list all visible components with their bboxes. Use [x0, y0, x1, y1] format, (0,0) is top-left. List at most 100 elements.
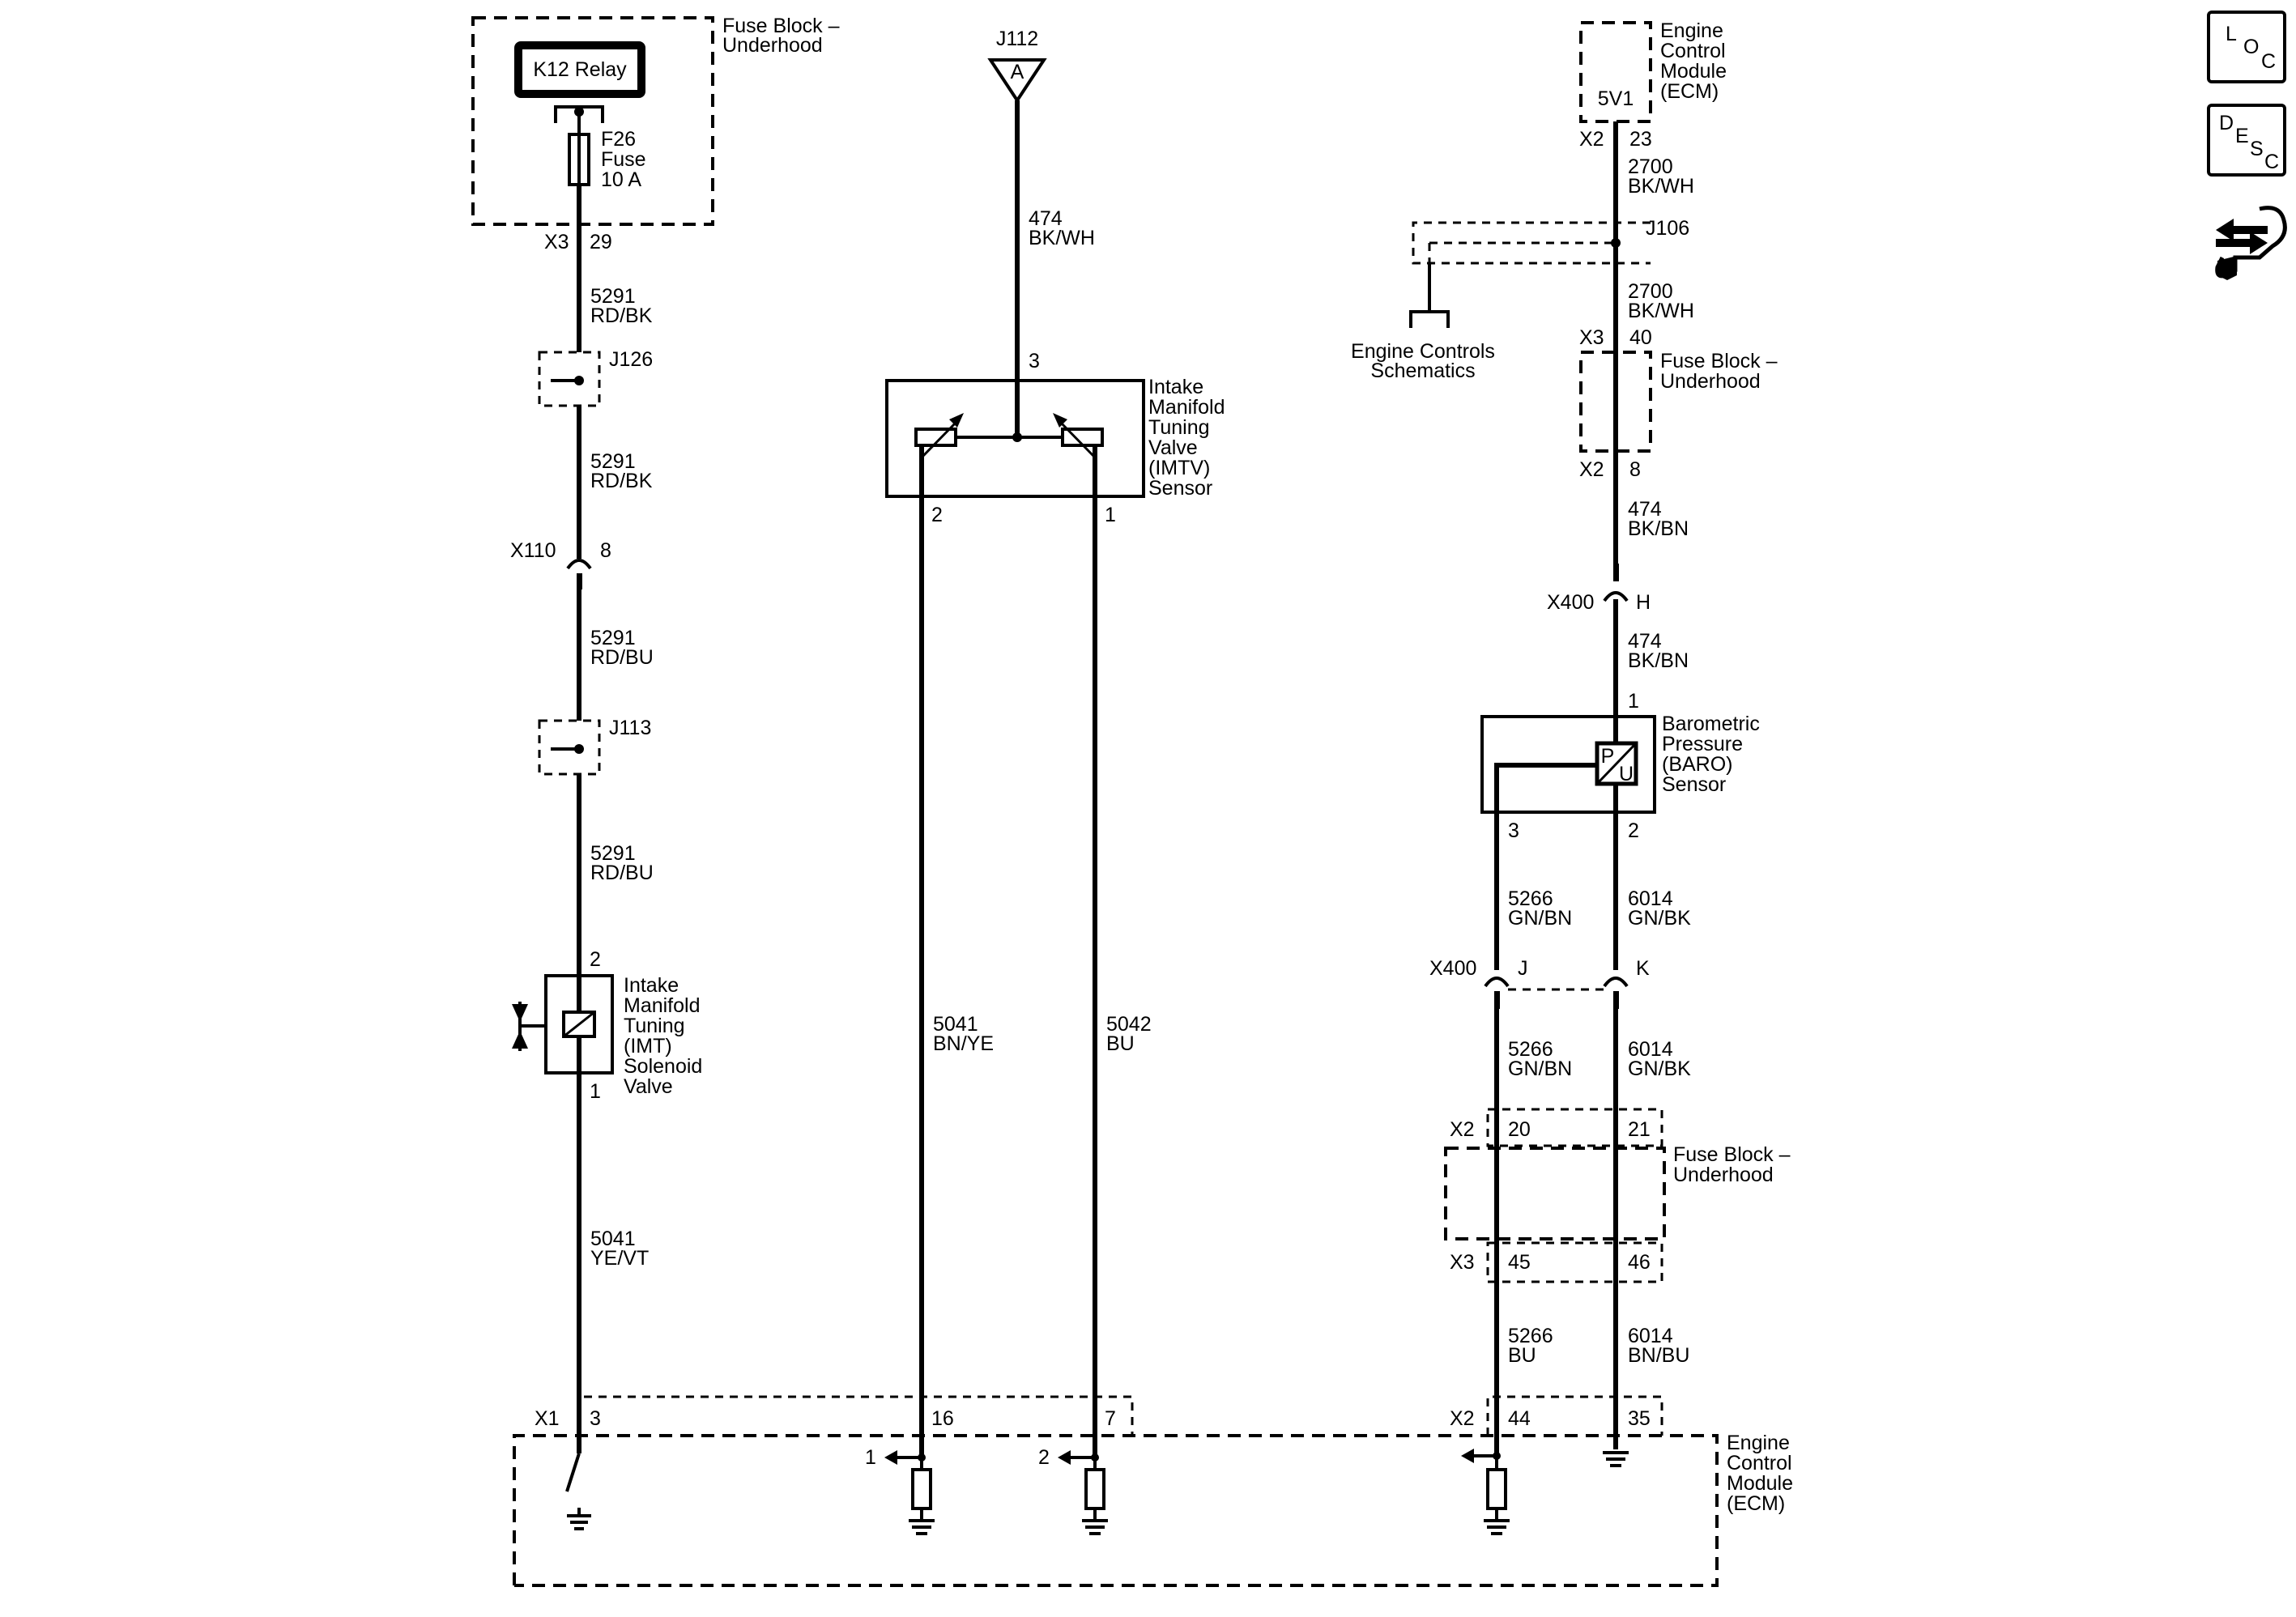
svg-text:8: 8 [600, 539, 611, 562]
splice-j126: J126 [538, 348, 653, 407]
svg-text:X3: X3 [1450, 1251, 1475, 1274]
svg-text:Tuning: Tuning [1148, 416, 1210, 439]
fuse-block-underhood-3: X2 20 21 Fuse Block – Underhood X3 45 46 [1444, 1108, 1791, 1283]
svg-text:44: 44 [1508, 1407, 1531, 1430]
svg-text:(ECM): (ECM) [1660, 80, 1719, 103]
svg-text:35: 35 [1628, 1407, 1651, 1430]
svg-text:GN/BN: GN/BN [1508, 1057, 1572, 1080]
svg-text:BK/WH: BK/WH [1029, 227, 1095, 249]
svg-text:Sensor: Sensor [1148, 477, 1212, 500]
ecm-input-7: 2 [1038, 1446, 1105, 1521]
svg-text:10 A: 10 A [601, 168, 641, 191]
svg-text:J112: J112 [996, 28, 1038, 50]
svg-text:Pressure: Pressure [1662, 733, 1743, 755]
svg-text:Fuse: Fuse [601, 148, 646, 171]
svg-text:3: 3 [1508, 819, 1519, 842]
ground-icon [1082, 1519, 1108, 1535]
svg-text:BN/BU: BN/BU [1628, 1344, 1689, 1367]
svg-text:RD/BK: RD/BK [590, 470, 653, 492]
svg-text:6014: 6014 [1628, 1038, 1673, 1061]
svg-text:J: J [1518, 957, 1528, 980]
ground-icon [1603, 1451, 1629, 1467]
svg-text:BK/WH: BK/WH [1628, 175, 1694, 198]
ground-icon [909, 1519, 935, 1535]
fuse-block-underhood-2: Fuse Block – Underhood [1579, 350, 1778, 453]
svg-text:X400: X400 [1547, 591, 1594, 614]
svg-text:1: 1 [1105, 504, 1116, 526]
svg-text:Sensor: Sensor [1662, 773, 1726, 796]
svg-text:5041: 5041 [933, 1013, 978, 1036]
ground-icon [1484, 1519, 1510, 1535]
svg-text:Valve: Valve [1148, 436, 1198, 459]
svg-text:RD/BU: RD/BU [590, 646, 654, 669]
svg-text:H: H [1636, 591, 1651, 614]
ecm-top-module: 5V1 Engine Control Module (ECM) [1579, 19, 1727, 123]
splice-j113: J113 [538, 717, 651, 776]
svg-text:45: 45 [1508, 1251, 1531, 1274]
svg-text:D: D [2219, 112, 2234, 134]
svg-text:5266: 5266 [1508, 1325, 1553, 1347]
svg-text:Fuse Block –: Fuse Block – [722, 15, 840, 37]
svg-text:X2: X2 [1450, 1118, 1475, 1141]
svg-text:Engine Controls: Engine Controls [1351, 340, 1495, 363]
svg-text:5291: 5291 [590, 285, 636, 308]
svg-text:1: 1 [590, 1080, 601, 1103]
baro-sensor: P U Barometric Pressure (BARO) Sensor [1480, 713, 1760, 814]
svg-text:BK/BN: BK/BN [1628, 517, 1689, 540]
svg-text:Fuse Block –: Fuse Block – [1660, 350, 1778, 372]
valve-actuator-icon [512, 1002, 546, 1051]
svg-text:Underhood: Underhood [722, 34, 823, 57]
svg-text:X400: X400 [1429, 957, 1476, 980]
svg-text:Manifold: Manifold [624, 994, 701, 1017]
desc-button[interactable]: D E S C [2207, 104, 2286, 177]
svg-text:2: 2 [590, 948, 601, 971]
svg-text:Underhood: Underhood [1660, 370, 1761, 393]
svg-text:5266: 5266 [1508, 1038, 1553, 1061]
svg-text:Tuning: Tuning [624, 1015, 685, 1037]
svg-text:Barometric: Barometric [1662, 713, 1760, 735]
svg-text:5V1: 5V1 [1598, 87, 1634, 110]
connector-end-view-icon[interactable] [2215, 206, 2287, 280]
svg-text:A: A [1011, 61, 1024, 83]
splice-j106: J106 Engine Controls Schematics [1351, 217, 1689, 382]
svg-text:5041: 5041 [590, 1228, 636, 1250]
svg-text:Module: Module [1660, 60, 1727, 83]
svg-text:F26: F26 [601, 128, 636, 151]
ecm-bottom-module: Engine Control Module (ECM) [513, 1395, 1793, 1587]
imt-solenoid-valve: 2 1 Intake Manifold Tuning (IMT) Solenoi… [512, 948, 702, 1103]
imtv-sensor: Intake Manifold Tuning Valve (IMTV) Sens… [885, 376, 1225, 500]
svg-text:Control: Control [1660, 40, 1726, 62]
svg-text:20: 20 [1508, 1118, 1531, 1141]
svg-text:RD/BU: RD/BU [590, 862, 654, 884]
svg-text:40: 40 [1629, 326, 1652, 349]
svg-text:6014: 6014 [1628, 1325, 1673, 1347]
pin-29: 29 [590, 231, 612, 253]
svg-text:(BARO): (BARO) [1662, 753, 1733, 776]
svg-text:Valve: Valve [624, 1075, 673, 1098]
loc-button[interactable]: L O C [2207, 11, 2286, 83]
svg-text:2: 2 [1038, 1446, 1050, 1469]
k12-relay: K12 Relay [514, 41, 645, 98]
svg-text:46: 46 [1628, 1251, 1651, 1274]
svg-text:GN/BK: GN/BK [1628, 1057, 1691, 1080]
svg-text:23: 23 [1629, 128, 1652, 151]
svg-text:S: S [2250, 138, 2264, 160]
svg-text:5042: 5042 [1106, 1013, 1152, 1036]
svg-text:X3: X3 [1579, 326, 1604, 349]
svg-text:BU: BU [1508, 1344, 1536, 1367]
svg-text:2: 2 [931, 504, 943, 526]
svg-text:YE/VT: YE/VT [590, 1247, 649, 1270]
ground-icon [567, 1514, 591, 1530]
svg-text:8: 8 [1629, 458, 1641, 481]
svg-text:P: P [1601, 745, 1615, 768]
svg-text:1: 1 [1628, 690, 1639, 713]
svg-text:K12 Relay: K12 Relay [533, 58, 627, 81]
svg-text:BK/WH: BK/WH [1628, 300, 1694, 322]
svg-text:21: 21 [1628, 1118, 1651, 1141]
svg-text:5266: 5266 [1508, 887, 1553, 910]
svg-text:X110: X110 [510, 539, 556, 562]
svg-text:Engine: Engine [1660, 19, 1723, 42]
svg-text:L: L [2226, 23, 2237, 45]
fuse-block-underhood-top: Fuse Block – Underhood K12 Relay F26 Fus… [471, 15, 840, 226]
svg-text:Intake: Intake [1148, 376, 1203, 398]
